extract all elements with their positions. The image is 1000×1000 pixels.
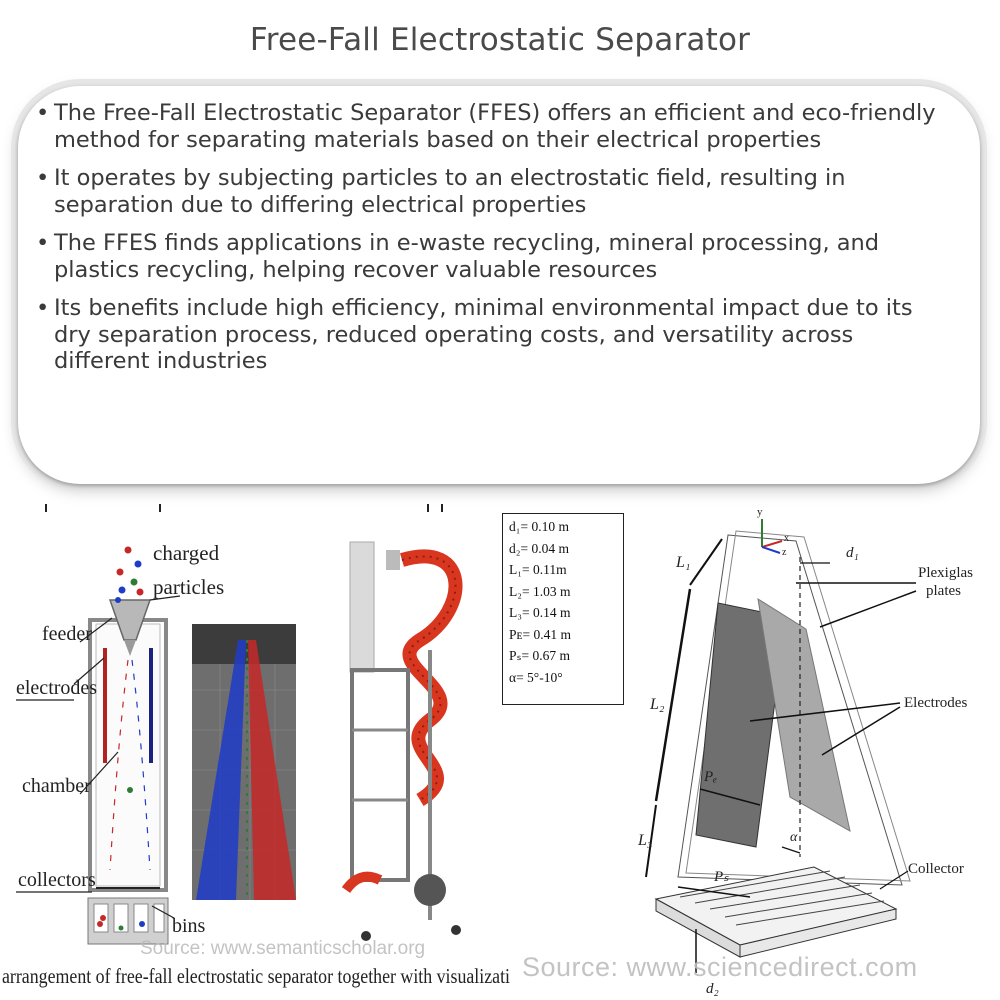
figure-caption: arrangement of free-fall electrostatic s… bbox=[2, 964, 510, 988]
collector-label: Collector bbox=[908, 861, 964, 877]
bins-label: bins bbox=[172, 915, 206, 937]
bullet-item: The Free-Fall Electrostatic Separator (F… bbox=[36, 100, 936, 153]
bullet-item: Its benefits include high efficiency, mi… bbox=[36, 295, 936, 375]
dim-ps: Pₛ bbox=[713, 869, 729, 885]
bullet-item: The FFES finds applications in e-waste r… bbox=[36, 230, 936, 283]
param-l1: L₁= 0.11m bbox=[509, 562, 567, 577]
page-title: Free-Fall Electrostatic Separator bbox=[249, 22, 751, 58]
param-pe: Pᴇ= 0.41 m bbox=[509, 626, 571, 642]
bullet-list: The Free-Fall Electrostatic Separator (F… bbox=[36, 100, 936, 387]
dim-l3: L₃ bbox=[637, 832, 652, 849]
separator-dimension-diagram: y x z L₁ L₂ L₃ Pₑ Pₛ α d₁ d₂ Plexiglas p… bbox=[637, 506, 973, 997]
dim-l2: L₂ bbox=[649, 696, 665, 713]
dim-l1: L₁ bbox=[675, 554, 690, 571]
parameter-box: d₁= 0.10 m d₂= 0.04 m L₁= 0.11m L₂= 1.03… bbox=[502, 513, 624, 705]
dim-pe: Pₑ bbox=[703, 769, 717, 785]
dim-alpha: α bbox=[790, 830, 798, 845]
electrodes-diagram-label: Electrodes bbox=[904, 695, 967, 711]
param-alpha: α= 5°-10° bbox=[509, 669, 563, 685]
param-ps: Pₛ= 0.67 m bbox=[509, 648, 571, 663]
chamber-label: chamber bbox=[22, 775, 91, 797]
param-d2: d₂= 0.04 m bbox=[509, 540, 569, 556]
param-d1: d₁= 0.10 m bbox=[509, 519, 569, 534]
dim-d1: d₁ bbox=[846, 545, 859, 561]
plexiglas-label-2: plates bbox=[926, 583, 961, 599]
bullet-item: It operates by subjecting particles to a… bbox=[36, 165, 936, 218]
source-sciencedirect: Source: www.sciencedirect.com bbox=[522, 952, 918, 982]
feeder-label: feeder bbox=[42, 623, 92, 645]
param-l3: L₃= 0.14 m bbox=[509, 605, 571, 620]
charged-label-1: charged bbox=[153, 541, 220, 565]
axis-z-label: z bbox=[782, 547, 787, 558]
param-l2: L₂= 1.03 m bbox=[509, 583, 571, 599]
separator-schematic-figure: charged particles feeder electrodes cham… bbox=[16, 504, 463, 945]
charged-label-2: particles bbox=[153, 575, 224, 599]
axis-x-label: x bbox=[784, 533, 789, 544]
plexiglas-label-1: Plexiglas bbox=[918, 565, 973, 581]
source-semanticscholar: Source: www.semanticscholar.org bbox=[140, 938, 426, 959]
axis-y-label: y bbox=[757, 506, 763, 518]
collectors-label: collectors bbox=[18, 869, 96, 891]
dim-d2: d₂ bbox=[706, 981, 719, 997]
electrodes-label: electrodes bbox=[16, 677, 97, 699]
